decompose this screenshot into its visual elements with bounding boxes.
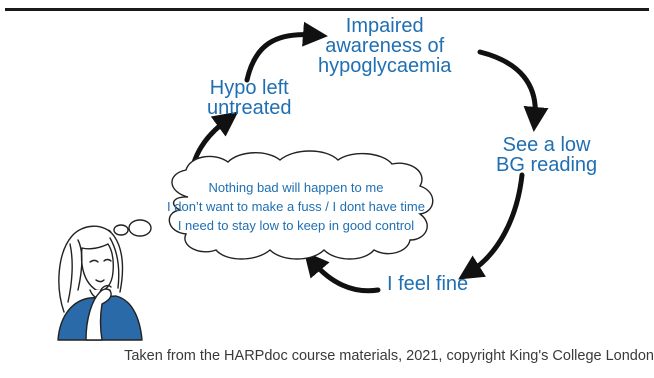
node-see-low-bg-line-1: See a low — [502, 134, 591, 156]
node-impaired-awareness: Impaired awareness of hypoglycaemia — [318, 16, 451, 76]
thought-text: Nothing bad will happen to me I don’t wa… — [136, 178, 456, 235]
node-hypo-untreated-line-1: Hypo left — [209, 77, 289, 99]
thought-bubble-medium — [113, 224, 129, 236]
node-see-low-bg-line-2: BG reading — [496, 154, 598, 176]
arrow-hypo-to-impaired — [244, 21, 328, 83]
node-feel-fine: I feel fine — [387, 274, 468, 294]
thought-line-2: I don’t want to make a fuss / I dont hav… — [167, 199, 425, 214]
node-impaired-awareness-line-1: Impaired — [345, 15, 424, 37]
arrow-feelfine-to-thought — [303, 251, 381, 294]
thought-line-1: Nothing bad will happen to me — [208, 180, 384, 195]
thought-bubble-large — [128, 219, 152, 237]
source-caption: Taken from the HARPdoc course materials,… — [124, 348, 654, 364]
node-see-low-bg: See a low BG reading — [496, 135, 597, 175]
cycle-diagram — [57, 21, 549, 341]
thought-line-3: I need to stay low to keep in good contr… — [177, 218, 415, 233]
node-hypo-untreated-line-2: untreated — [207, 97, 292, 119]
node-hypo-untreated: Hypo left untreated — [207, 78, 292, 118]
arrow-impaired-to-seelow — [477, 49, 549, 132]
node-feel-fine-line-1: I feel fine — [387, 273, 469, 295]
arrow-seelow-to-feelfine — [458, 172, 525, 280]
thought-cloud — [102, 150, 434, 260]
node-impaired-awareness-line-2: awareness of — [325, 35, 445, 57]
node-impaired-awareness-line-3: hypoglycaemia — [318, 55, 452, 77]
person-thinking-figure — [57, 225, 143, 341]
top-divider — [5, 8, 649, 11]
